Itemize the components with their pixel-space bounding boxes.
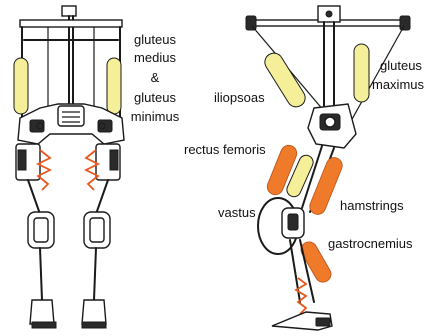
label-gluteus-maximus-line1: gluteus (380, 58, 422, 73)
front-top-bar (20, 20, 122, 27)
label-gluteus-medius-line4: gluteus (126, 90, 184, 105)
front-muscle-right-gluteus-medius (107, 58, 121, 114)
label-gluteus-medius-line5: minimus (126, 109, 184, 124)
label-gluteus-medius-line1: gluteus (126, 32, 184, 47)
label-gluteus-medius-line2: medius (126, 50, 184, 65)
front-muscle-left-gluteus-medius (14, 58, 28, 114)
side-view-exoskeleton (246, 6, 410, 330)
label-rectus-femoris: rectus femoris (184, 142, 266, 157)
side-muscle-gluteus-maximus (354, 44, 369, 102)
side-hip-assembly (308, 104, 356, 148)
label-iliopsoas: iliopsoas (214, 90, 265, 105)
label-gastrocnemius: gastrocnemius (328, 236, 413, 251)
front-left-foot (30, 300, 54, 324)
label-gluteus-maximus-line2: maximus (372, 77, 424, 92)
side-muscle-iliopsoas (261, 50, 308, 110)
front-top-clamp (62, 6, 76, 16)
label-hamstrings: hamstrings (340, 198, 404, 213)
label-vastus: vastus (218, 205, 256, 220)
front-right-foot (82, 300, 106, 324)
front-view-exoskeleton (14, 6, 124, 328)
label-gluteus-medius-line3: & (126, 70, 184, 85)
